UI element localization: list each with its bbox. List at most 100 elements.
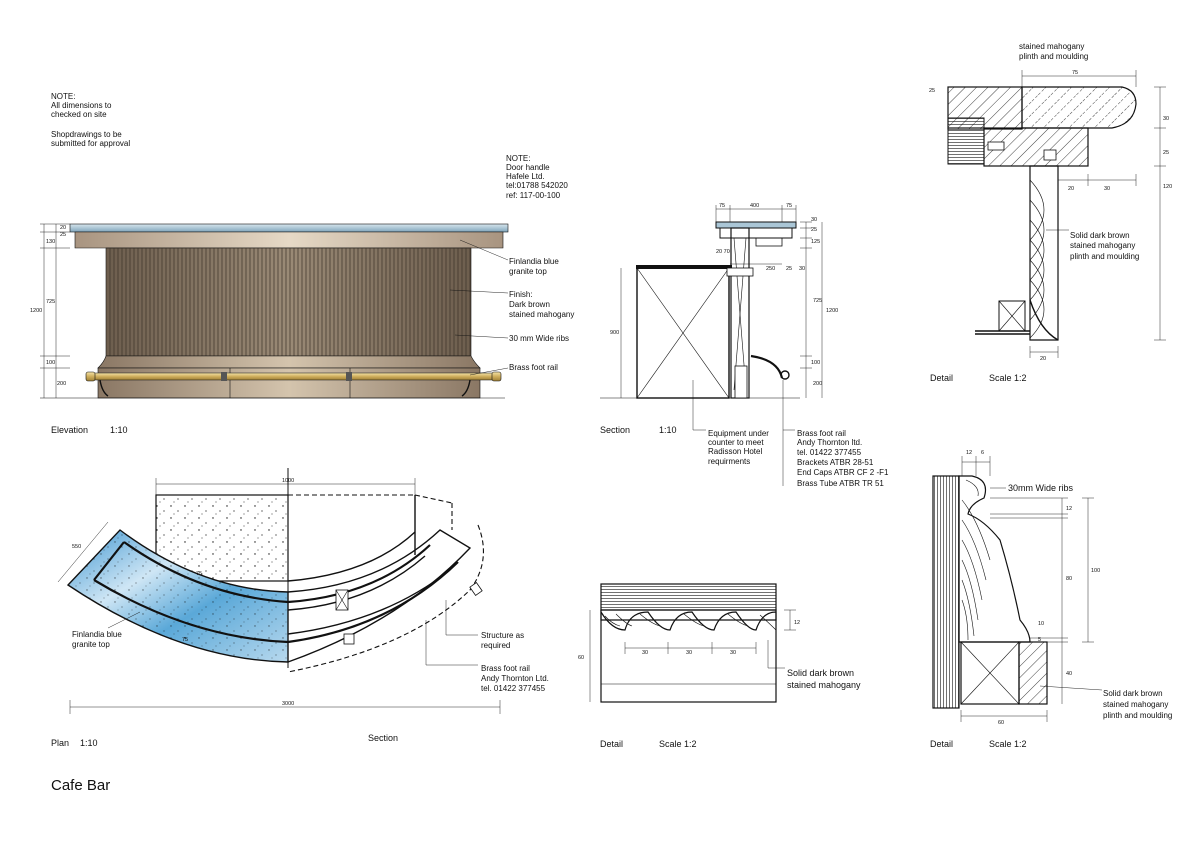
callout-finish: Finish: xyxy=(509,290,533,299)
dim-12: 12 xyxy=(966,450,972,456)
detail-right-callout: stained mahogany xyxy=(1103,700,1168,709)
dim-75: 75 xyxy=(1072,70,1078,76)
detail-right-callout: Solid dark brown xyxy=(1103,689,1163,698)
dim-30: 30 xyxy=(642,650,648,656)
dim-900: 900 xyxy=(610,330,619,336)
dim-130: 130 xyxy=(46,239,55,245)
dim-120: 120 xyxy=(1163,184,1172,190)
equipment-note: Radisson Hotel xyxy=(708,447,762,456)
site-note-line: checked on site xyxy=(51,110,107,119)
dim-30: 30 xyxy=(811,217,817,223)
rail-note: Brass Tube ATBR TR 51 xyxy=(797,479,884,488)
sheet-title: Cafe Bar xyxy=(51,777,110,794)
detail-top-callout: Solid dark brown xyxy=(1070,231,1130,240)
dim-30: 30 xyxy=(799,266,805,272)
dim-6: 6 xyxy=(981,450,984,456)
granite-top xyxy=(69,223,509,233)
dim-80: 80 xyxy=(1066,576,1072,582)
dim-25: 25 xyxy=(1163,150,1169,156)
equipment-note: counter to meet xyxy=(708,438,764,447)
dim-250: 250 xyxy=(766,266,775,272)
dim-100: 100 xyxy=(811,360,820,366)
dim-30: 30 xyxy=(1104,186,1110,192)
dim-3000: 3000 xyxy=(282,701,294,707)
dim-30: 30 xyxy=(1163,116,1169,122)
detail-top-drawing: stained mahogany plinth and moulding 75 … xyxy=(929,42,1172,383)
cornice-band xyxy=(74,231,504,249)
plan-rail-callout: tel. 01422 377455 xyxy=(481,684,546,693)
section-rail-tube xyxy=(780,370,790,380)
site-note-line: All dimensions to xyxy=(51,101,112,110)
dim-60: 60 xyxy=(998,720,1004,726)
section-rail-bracket xyxy=(750,354,784,379)
dim-75: 75 xyxy=(719,203,725,209)
detail-mid-callout: Solid dark brown xyxy=(787,668,854,678)
dim-12: 12 xyxy=(794,620,800,626)
elevation-scale: 1:10 xyxy=(110,425,128,435)
site-note-line: Shopdrawings to be xyxy=(51,130,122,139)
detail-top-callout: stained mahogany xyxy=(1070,241,1135,250)
dim-25: 25 xyxy=(929,88,935,94)
site-note-line: NOTE: xyxy=(51,92,75,101)
dim-75: 75 xyxy=(196,571,202,577)
dim-1200: 1200 xyxy=(30,308,42,314)
callout-granite: granite top xyxy=(509,267,547,276)
ribs xyxy=(106,248,471,356)
plan-scale: 1:10 xyxy=(80,738,98,748)
dim-400: 400 xyxy=(750,203,759,209)
section-label: Section xyxy=(600,425,630,435)
dim-1200: 1200 xyxy=(826,308,838,314)
callout-finish: stained mahogany xyxy=(509,310,574,319)
detail-mid-callout: stained mahogany xyxy=(787,680,861,690)
plan-label: Plan xyxy=(51,738,69,748)
dim-100: 100 xyxy=(46,360,55,366)
plan-rail-callout: Andy Thornton Ltd. xyxy=(481,674,549,683)
door-note-line: ref: 117-00-100 xyxy=(506,191,561,200)
detail-mid-scale: Scale 1:2 xyxy=(659,739,697,749)
dim-550: 550 xyxy=(72,544,81,550)
counter-top xyxy=(636,265,732,269)
dim-1000: 1000 xyxy=(282,478,294,484)
dim-725: 725 xyxy=(813,298,822,304)
equipment-note: Equipment under xyxy=(708,429,769,438)
plan-dashed-outline xyxy=(288,494,453,504)
plan-granite-callout: granite top xyxy=(72,640,110,649)
dim-25: 25 xyxy=(60,232,66,238)
door-note-line: Hafele Ltd. xyxy=(506,172,545,181)
detail-top-scale: Scale 1:2 xyxy=(989,373,1027,383)
door-note-line: NOTE: xyxy=(506,154,530,163)
rail-note: Brass foot rail xyxy=(797,429,846,438)
dim-10: 10 xyxy=(1038,621,1044,627)
dim-200: 200 xyxy=(813,381,822,387)
elevation-label: Elevation xyxy=(51,425,88,435)
dim-125: 125 xyxy=(811,239,820,245)
rail-note: Andy Thornton ltd. xyxy=(797,438,862,447)
site-note-line: submitted for approval xyxy=(51,139,130,148)
detail-top-caption: stained mahogany xyxy=(1019,42,1084,51)
brass-foot-rail xyxy=(91,372,497,381)
dim-20: 20 xyxy=(60,225,66,231)
dim-60: 60 xyxy=(578,655,584,661)
dim-25: 25 xyxy=(811,227,817,233)
detail-right-drawing: 12 6 30mm Wide ribs 12 80 100 10 5 40 60… xyxy=(930,450,1172,749)
rail-note: tel. 01422 377455 xyxy=(797,448,862,457)
dim-2070: 20 70 xyxy=(716,249,730,255)
structure-callout: Structure as xyxy=(481,631,524,640)
dim-75: 75 xyxy=(182,637,188,643)
plan-rail-callout: Brass foot rail xyxy=(481,664,530,673)
dim-30: 30 xyxy=(686,650,692,656)
dim-20: 20 xyxy=(1068,186,1074,192)
scalloped-moulding xyxy=(600,609,777,631)
plan-granite-callout: Finlandia blue xyxy=(72,630,122,639)
right-moulding xyxy=(958,475,1031,643)
dim-75: 75 xyxy=(786,203,792,209)
callout-ribs: 30 mm Wide ribs xyxy=(509,334,569,343)
detail-right-scale: Scale 1:2 xyxy=(989,739,1027,749)
dim-5: 5 xyxy=(1038,637,1041,643)
plinth-moulding xyxy=(97,355,481,369)
plan-section-label: Section xyxy=(368,733,398,743)
site-note: NOTE: All dimensions to checked on site … xyxy=(51,92,130,148)
detail-right-label: Detail xyxy=(930,739,953,749)
dim-200: 200 xyxy=(57,381,66,387)
